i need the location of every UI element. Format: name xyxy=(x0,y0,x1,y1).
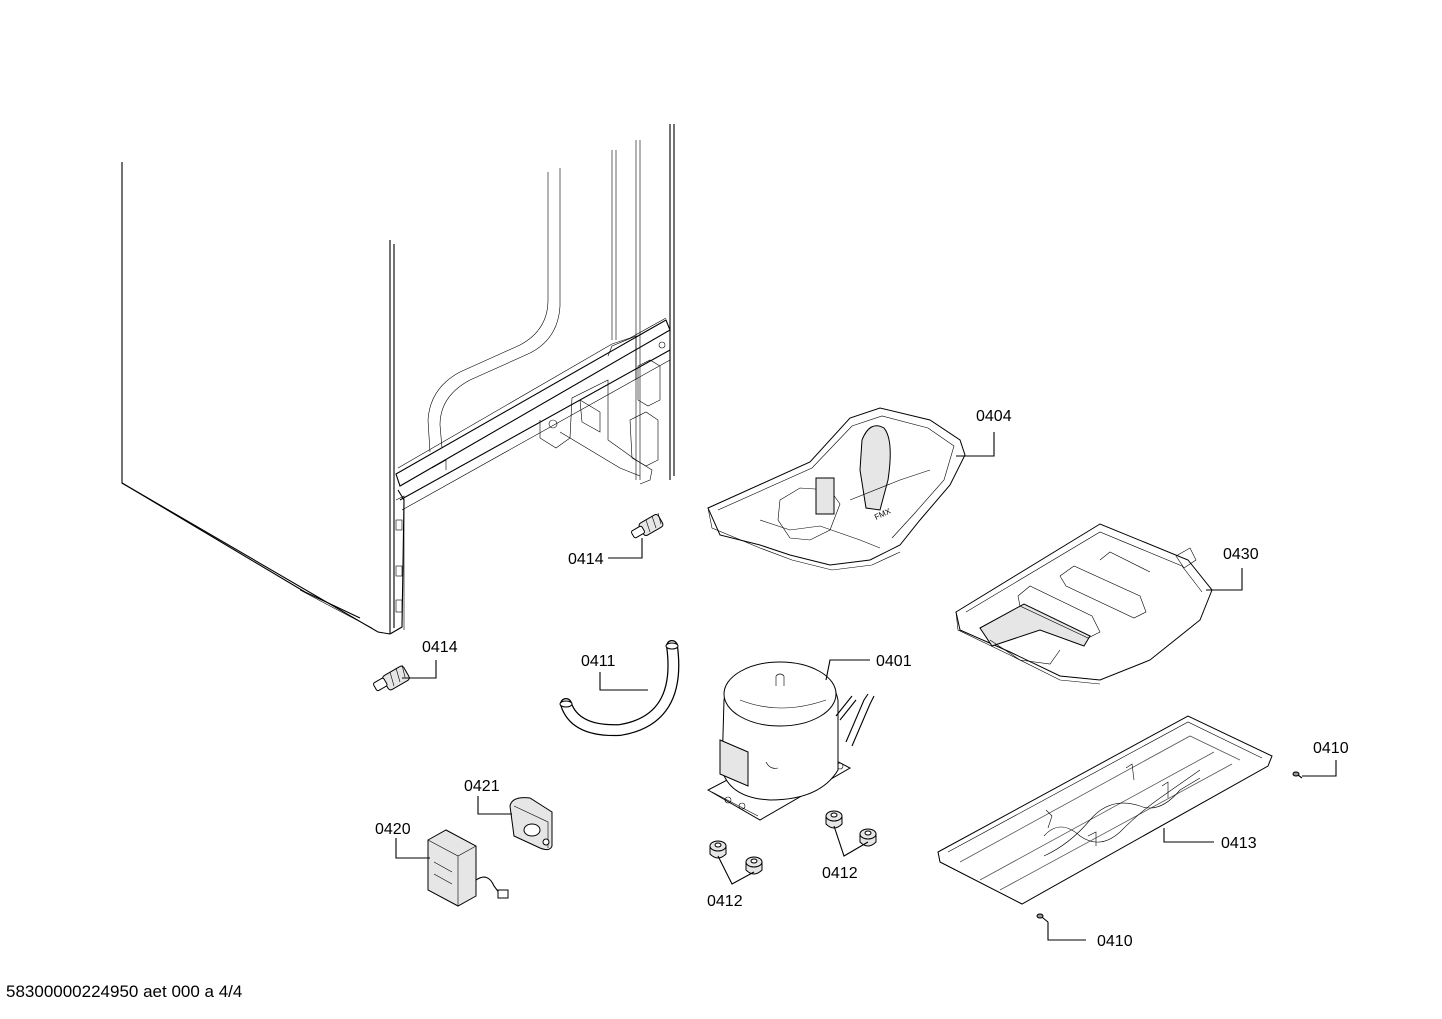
leader-0404 xyxy=(956,432,995,457)
evaporation-tray-0404: FMX xyxy=(707,407,966,571)
grommet-0412-a xyxy=(709,840,727,859)
callout-0404: 0404 xyxy=(976,408,1012,425)
appliance-cabinet xyxy=(121,124,675,635)
tray-cover-0430 xyxy=(955,523,1213,685)
leader-0412-upper xyxy=(833,825,869,857)
leader-0414-upper xyxy=(608,538,643,559)
grommet-0412-b xyxy=(745,856,763,875)
adjustable-foot-0414-lower xyxy=(373,664,410,692)
drain-hose-0411 xyxy=(559,640,680,737)
base-plate-0413 xyxy=(937,715,1273,905)
callout-0411: 0411 xyxy=(581,653,616,670)
callout-0401: 0401 xyxy=(876,653,912,670)
compressor-0401 xyxy=(706,661,875,821)
leader-0430 xyxy=(1206,568,1243,591)
grommet-0412-c xyxy=(825,810,843,829)
leader-0410-upper xyxy=(1302,760,1337,777)
callout-labels: 0404 0430 0414 0414 0411 0401 0410 0421 … xyxy=(375,408,1349,950)
leader-0420 xyxy=(395,838,430,859)
leader-0413 xyxy=(1163,828,1214,843)
callout-0430: 0430 xyxy=(1223,546,1259,563)
adjustable-foot-0414-upper xyxy=(631,512,664,539)
control-module-0420 xyxy=(427,829,509,907)
callout-0414-lower: 0414 xyxy=(422,639,458,656)
screw-0410-a xyxy=(1292,771,1303,779)
leader-0414-lower xyxy=(402,660,437,679)
callout-0413: 0413 xyxy=(1221,835,1257,852)
leader-0421 xyxy=(477,796,512,815)
document-id: 58300000224950 aet 000 a 4/4 xyxy=(6,982,243,1001)
leader-0410-lower xyxy=(1047,922,1086,941)
callout-0421: 0421 xyxy=(464,778,500,795)
callout-0412-lower: 0412 xyxy=(707,893,743,910)
leader-0412-lower xyxy=(717,855,755,885)
callout-0414-upper: 0414 xyxy=(568,551,604,568)
callout-0412-upper: 0412 xyxy=(822,865,858,882)
callout-0410-lower: 0410 xyxy=(1097,933,1133,950)
leader-lines xyxy=(395,432,1337,941)
callout-0420: 0420 xyxy=(375,821,411,838)
grommet-0412-d xyxy=(859,828,877,847)
callout-0410-upper: 0410 xyxy=(1313,740,1349,757)
relay-cover-0421 xyxy=(509,797,553,851)
screw-0410-b xyxy=(1036,913,1049,923)
leader-0411 xyxy=(599,672,648,691)
leader-0401 xyxy=(825,659,870,681)
